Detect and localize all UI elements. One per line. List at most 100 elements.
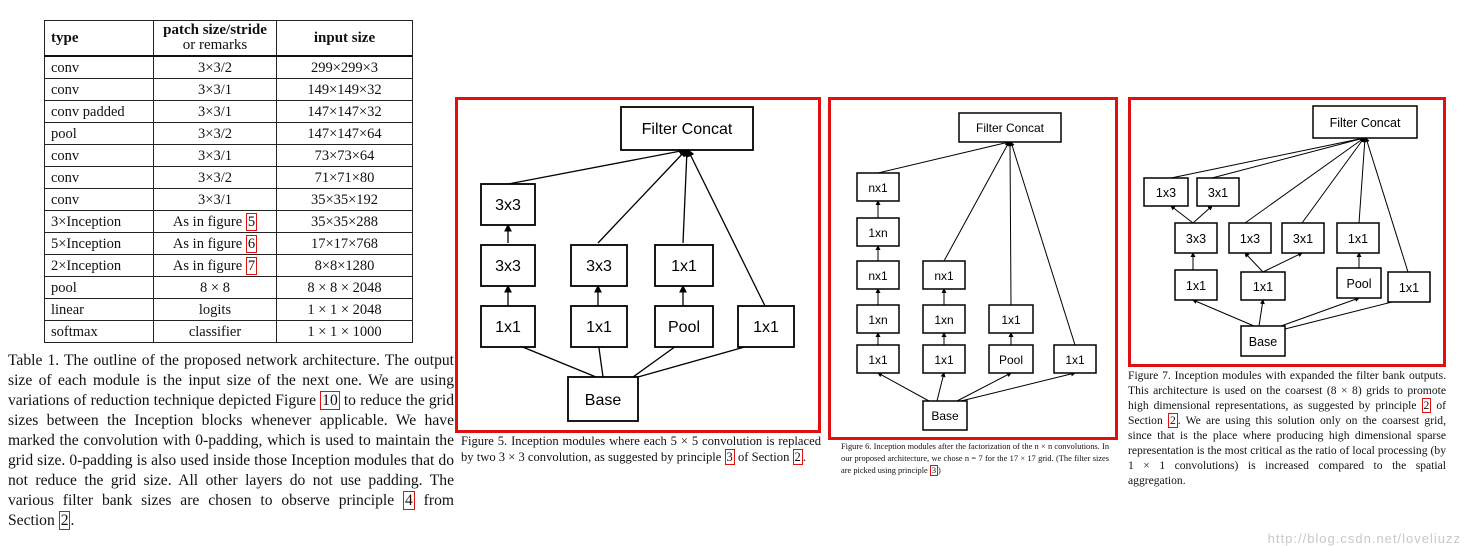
node-1x3: 1x3	[1156, 186, 1176, 200]
caption-text: of Section	[1128, 399, 1446, 427]
caption-text: Table 1. The outline of the proposed net…	[8, 352, 454, 409]
cell-type: 3×Inception	[44, 210, 154, 233]
principle-link[interactable]: 3	[929, 465, 939, 476]
section-link[interactable]: 2	[1167, 413, 1178, 428]
node-pool: Pool	[999, 353, 1023, 367]
node-base: Base	[931, 409, 959, 423]
cell-patch: 3×3/2	[153, 55, 277, 79]
caption-text: )	[938, 466, 941, 475]
figure-link[interactable]: 5	[245, 212, 258, 231]
cell-patch: As in figure 6	[153, 232, 277, 255]
node-filter-concat: Filter Concat	[642, 121, 733, 138]
cell-type: softmax	[44, 320, 154, 343]
node-pool: Pool	[668, 319, 700, 336]
figure7-caption: Figure 7. Inception modules with expande…	[1128, 368, 1446, 488]
node-nx1: nx1	[868, 181, 888, 195]
cell-type: 5×Inception	[44, 232, 154, 255]
cell-patch: 3×3/1	[153, 144, 277, 167]
node-base: Base	[1249, 335, 1278, 349]
cell-type: conv	[44, 78, 154, 101]
section-link[interactable]: 2	[792, 449, 803, 465]
cell-input: 71×71×80	[276, 166, 413, 189]
cell-patch: 3×3/1	[153, 188, 277, 211]
cell-type: conv padded	[44, 100, 154, 123]
node-1x1: 1x1	[868, 353, 888, 367]
cell-patch: 3×3/1	[153, 78, 277, 101]
caption-text: of Section	[734, 450, 793, 464]
node-3x3: 3x3	[586, 258, 612, 275]
figure5-frame: Filter Concat 3x3 3x3 1x1 3x3 1x1 1x1 Po…	[455, 97, 821, 433]
node-1x1: 1x1	[1001, 313, 1021, 327]
node-1x3: 1x3	[1240, 232, 1260, 246]
figure6-caption: Figure 6. Inception modules after the fa…	[841, 441, 1109, 477]
node-1x1: 1x1	[586, 319, 612, 336]
cell-input: 1 × 1 × 2048	[276, 298, 413, 321]
node-filter-concat: Filter Concat	[1330, 116, 1401, 130]
cell-patch: As in figure 5	[153, 210, 277, 233]
header-stride-sub: or remarks	[182, 37, 248, 53]
cell-patch-text: As in figure	[172, 213, 246, 230]
node-base: Base	[585, 392, 622, 409]
section-link[interactable]: 2	[58, 511, 71, 530]
node-1x1: 1x1	[1399, 281, 1419, 295]
cell-patch-text: As in figure	[172, 257, 246, 274]
node-3x1: 3x1	[1208, 186, 1228, 200]
cell-patch: 8 × 8	[153, 276, 277, 299]
node-filter-concat: Filter Concat	[976, 121, 1045, 135]
principle-link[interactable]: 2	[1421, 398, 1432, 413]
cell-input: 147×147×64	[276, 122, 413, 145]
cell-patch: 3×3/1	[153, 100, 277, 123]
header-stride: patch size/stride or remarks	[153, 20, 277, 57]
watermark: http://blog.csdn.net/loveliuzz	[1267, 531, 1461, 546]
caption-text: Figure 7. Inception modules with expande…	[1128, 369, 1446, 412]
cell-patch: As in figure 7	[153, 254, 277, 277]
node-1xn: 1xn	[934, 313, 953, 327]
figure-link[interactable]: 7	[245, 256, 258, 275]
cell-patch: logits	[153, 298, 277, 321]
node-nx1: nx1	[934, 269, 954, 283]
cell-patch: 3×3/2	[153, 166, 277, 189]
header-type: type	[44, 20, 154, 57]
cell-input: 1 × 1 × 1000	[276, 320, 413, 343]
caption-text: Figure 5. Inception modules where each 5…	[461, 434, 821, 464]
cell-patch-text: As in figure	[172, 235, 246, 252]
figure7-diagram: Filter Concat 1x3 3x1 3x3 1x3 3x1 1x1 1x…	[1143, 105, 1431, 357]
node-1x1: 1x1	[934, 353, 954, 367]
caption-text: .	[70, 512, 75, 529]
node-3x3: 3x3	[1186, 232, 1206, 246]
figure-link[interactable]: 10	[320, 391, 340, 410]
node-1x1: 1x1	[753, 319, 779, 336]
caption-text: from Section	[8, 492, 454, 529]
cell-input: 73×73×64	[276, 144, 413, 167]
figure-link[interactable]: 6	[245, 234, 258, 253]
node-1x1: 1x1	[1348, 232, 1368, 246]
cell-input: 299×299×3	[276, 55, 413, 79]
cell-type: conv	[44, 188, 154, 211]
cell-input: 35×35×288	[276, 210, 413, 233]
cell-type: conv	[44, 55, 154, 79]
node-1x1: 1x1	[1065, 353, 1085, 367]
cell-input: 149×149×32	[276, 78, 413, 101]
principle-link[interactable]: 3	[724, 449, 735, 465]
figure7-frame: Filter Concat 1x3 3x1 3x3 1x3 3x1 1x1 1x…	[1128, 97, 1446, 367]
node-3x3: 3x3	[495, 258, 521, 275]
cell-type: pool	[44, 122, 154, 145]
cell-type: conv	[44, 144, 154, 167]
node-nx1: nx1	[868, 269, 888, 283]
cell-type: 2×Inception	[44, 254, 154, 277]
principle-link[interactable]: 4	[403, 491, 415, 510]
cell-type: linear	[44, 298, 154, 321]
node-3x3: 3x3	[495, 197, 521, 214]
cell-type: pool	[44, 276, 154, 299]
figure6-frame: Filter Concat nx1 1xn nx1 1xn 1x1 nx1 1x…	[828, 97, 1118, 440]
